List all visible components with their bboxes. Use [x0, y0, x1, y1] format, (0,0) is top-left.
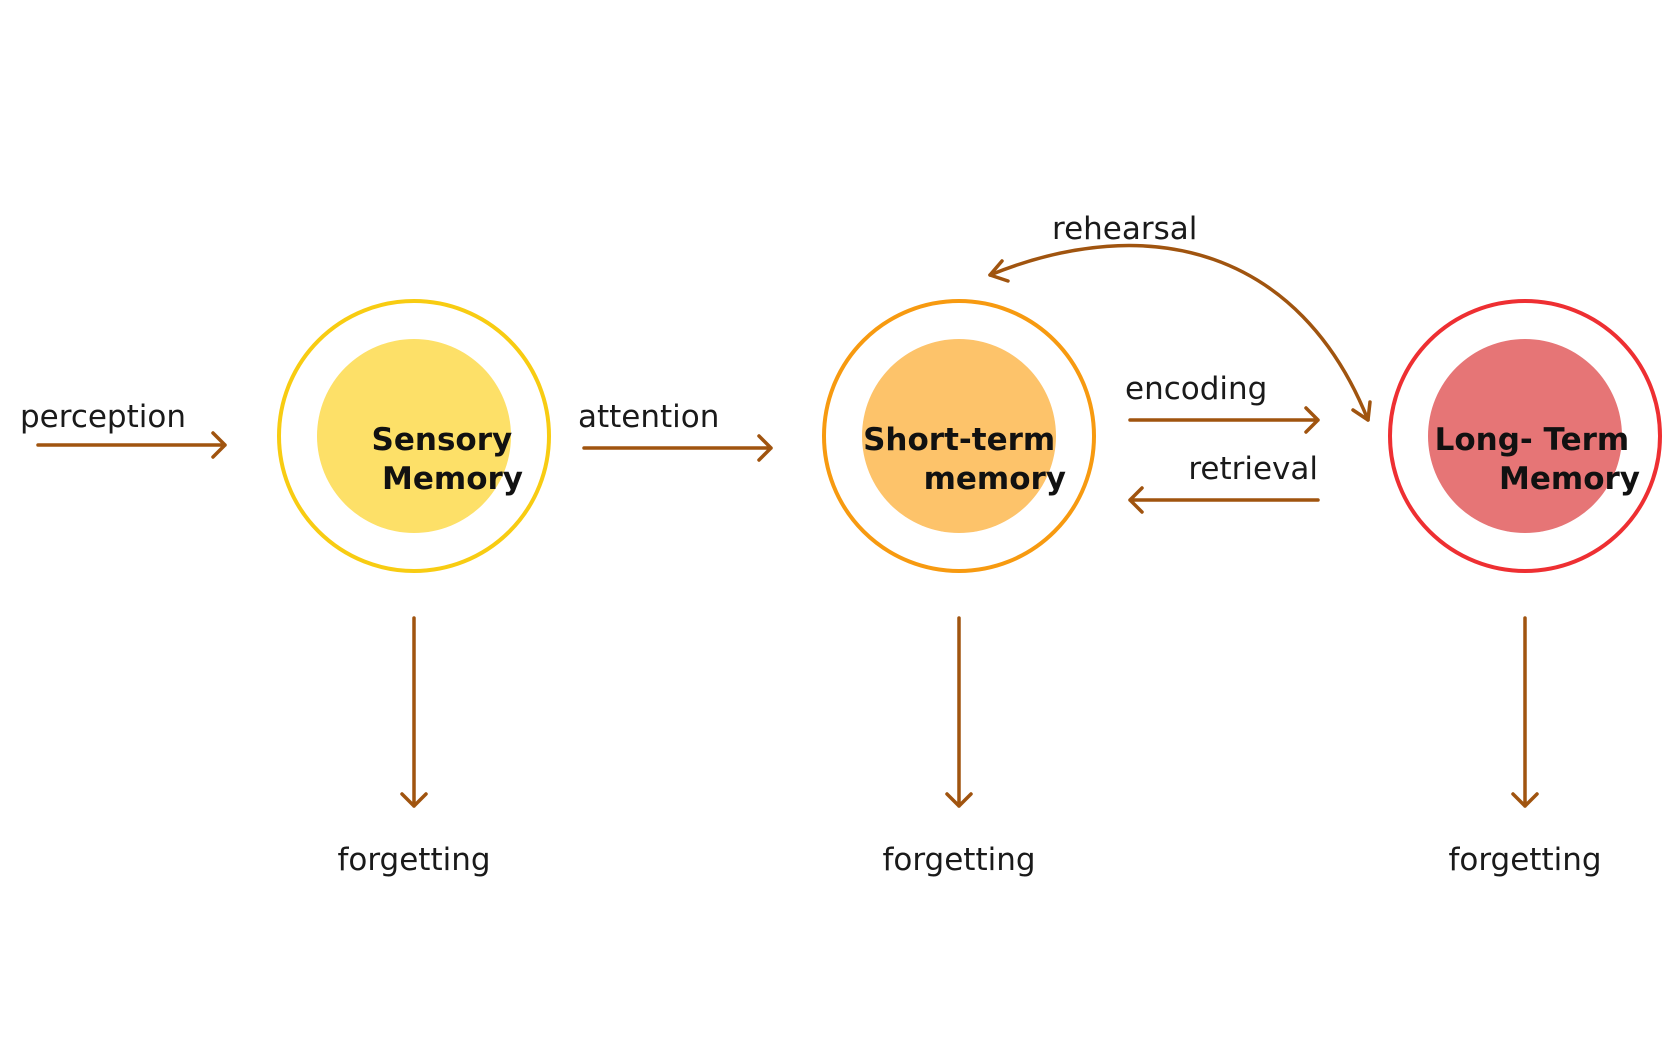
retrieval-label: retrieval [1188, 451, 1318, 487]
sensory-memory-label: Sensory Memory [372, 422, 523, 497]
long-term-memory-ring [1388, 299, 1662, 573]
short-term-memory-label: Short-term memory [863, 422, 1066, 497]
attention-label: attention [578, 399, 719, 435]
rehearsal-arrow [988, 243, 1372, 422]
perception-label: perception [20, 399, 186, 435]
long-term-memory-core [1428, 339, 1622, 533]
long-term-memory-label: Long- Term Memory [1435, 422, 1640, 497]
long-term-memory-node: Long- Term Memory [1388, 299, 1662, 573]
attention-arrow [582, 434, 773, 462]
sensory-memory-ring [277, 299, 551, 573]
long-term-memory-label-line1: Long- Term [1435, 422, 1630, 458]
sensory-memory-core [317, 339, 511, 533]
sensory-memory-label-line2: Memory [382, 461, 523, 497]
encoding-label: encoding [1125, 371, 1267, 407]
short-term-memory-label-line2: memory [924, 461, 1066, 497]
long-term-memory-label-line2: Memory [1499, 461, 1640, 497]
short-term-forgetting-arrow [945, 616, 973, 808]
sensory-forgetting-arrow [400, 616, 428, 808]
short-term-forgetting-label: forgetting [882, 842, 1035, 878]
rehearsal-label: rehearsal [1052, 211, 1197, 247]
long-term-forgetting-arrow [1511, 616, 1539, 808]
sensory-memory-node: Sensory Memory [277, 299, 551, 573]
perception-arrow [36, 431, 227, 459]
short-term-memory-ring [822, 299, 1096, 573]
short-term-memory-node: Short-term memory [822, 299, 1096, 573]
sensory-forgetting-label: forgetting [337, 842, 490, 878]
short-term-memory-label-line1: Short-term [863, 422, 1055, 458]
long-term-forgetting-label: forgetting [1448, 842, 1601, 878]
retrieval-arrow [1128, 486, 1320, 514]
encoding-arrow [1128, 406, 1320, 434]
sensory-memory-label-line1: Sensory [372, 422, 513, 458]
short-term-memory-core [862, 339, 1056, 533]
